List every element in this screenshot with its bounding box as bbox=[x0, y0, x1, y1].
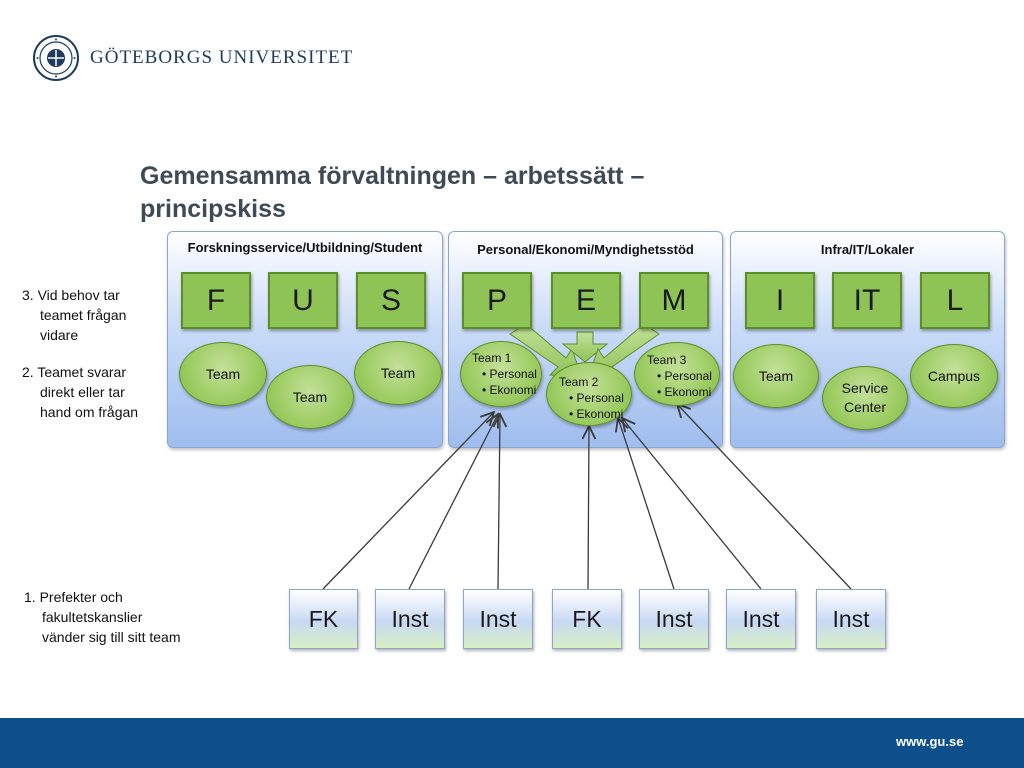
university-seal-icon bbox=[33, 35, 79, 81]
unit-box-inst: Inst bbox=[375, 589, 445, 649]
team-item: Ekonomi bbox=[657, 384, 719, 400]
unit-box-inst: Inst bbox=[726, 589, 796, 649]
letter-box-s: S bbox=[356, 272, 426, 329]
slide-title: Gemensamma förvaltningen – arbetssätt – … bbox=[140, 160, 740, 226]
letter-box-m: M bbox=[639, 272, 709, 329]
unit-box-inst: Inst bbox=[463, 589, 533, 649]
note-line: teamet frågan bbox=[40, 307, 127, 323]
block-arrow-e bbox=[561, 331, 609, 363]
arrow-inst3-team2 bbox=[618, 418, 675, 590]
slide-title-line2: principskiss bbox=[140, 195, 286, 223]
team-item: Personal bbox=[482, 366, 541, 382]
note-line: 1. Prefekter och bbox=[24, 589, 123, 605]
unit-box-fk: FK bbox=[552, 589, 622, 649]
team-ellipse: Team bbox=[266, 365, 354, 429]
team-ellipse: Team bbox=[733, 344, 819, 408]
service-center-ellipse: Service Center bbox=[822, 366, 908, 430]
arrow-inst5-team3 bbox=[677, 404, 852, 590]
team-ellipse: Team bbox=[179, 342, 267, 406]
note-line: vidare bbox=[40, 327, 79, 343]
arrow-fk1-team1 bbox=[322, 412, 494, 590]
university-name: GÖTEBORGS UNIVERSITET bbox=[90, 47, 354, 68]
letter-box-it: IT bbox=[832, 272, 902, 329]
arrow-inst2-team1 bbox=[498, 414, 500, 590]
letter-box-l: L bbox=[920, 272, 990, 329]
note-line: 2. Teamet svarar bbox=[22, 364, 127, 380]
panel-title: Personal/Ekonomi/Myndighetsstöd bbox=[477, 242, 694, 257]
arrow-inst1-team1 bbox=[408, 414, 498, 590]
note-step3: 3. Vid behov tar teamet frågan vidare bbox=[22, 285, 126, 345]
team-item: Ekonomi bbox=[482, 382, 541, 398]
team-name: Team 2 bbox=[559, 375, 599, 389]
campus-ellipse: Campus bbox=[910, 344, 998, 408]
footer-url[interactable]: www.gu.se bbox=[896, 734, 964, 749]
slide-title-line1: Gemensamma förvaltningen – arbetssätt – bbox=[140, 162, 645, 190]
arrow-inst4-team2 bbox=[622, 418, 762, 590]
team-item: Personal bbox=[569, 390, 631, 406]
letter-box-u: U bbox=[268, 272, 338, 329]
team1-ellipse: Team 1 Personal Ekonomi bbox=[460, 341, 542, 407]
panel-title: Forskningsservice/Utbildning/Student bbox=[187, 240, 423, 255]
letter-box-f: F bbox=[181, 272, 251, 329]
note-step2: 2. Teamet svarar direkt eller tar hand o… bbox=[22, 362, 138, 422]
note-line: fakultetskanslier bbox=[42, 609, 143, 625]
team-ellipse: Team bbox=[354, 341, 442, 405]
letter-box-p: P bbox=[462, 272, 532, 329]
team-item: Personal bbox=[657, 368, 719, 384]
panel-title: Infra/IT/Lokaler bbox=[820, 242, 915, 257]
letter-box-i: I bbox=[745, 272, 815, 329]
team-name: Team 1 bbox=[472, 351, 512, 365]
note-step1: 1. Prefekter och fakultetskanslier vände… bbox=[24, 587, 181, 647]
footer-bar bbox=[0, 718, 1024, 768]
arrow-fk2-team2 bbox=[588, 426, 589, 590]
letter-box-e: E bbox=[551, 272, 621, 329]
unit-box-inst: Inst bbox=[816, 589, 886, 649]
team-name: Team 3 bbox=[647, 353, 687, 367]
team3-ellipse: Team 3 Personal Ekonomi bbox=[634, 342, 720, 406]
note-line: vänder sig till sitt team bbox=[42, 629, 181, 645]
unit-box-inst: Inst bbox=[639, 589, 709, 649]
note-line: hand om frågan bbox=[40, 404, 139, 420]
note-line: 3. Vid behov tar bbox=[22, 287, 120, 303]
team-item: Ekonomi bbox=[569, 406, 631, 422]
unit-box-fk: FK bbox=[289, 589, 358, 649]
team2-ellipse: Team 2 Personal Ekonomi bbox=[546, 362, 632, 426]
note-line: direkt eller tar bbox=[40, 384, 125, 400]
